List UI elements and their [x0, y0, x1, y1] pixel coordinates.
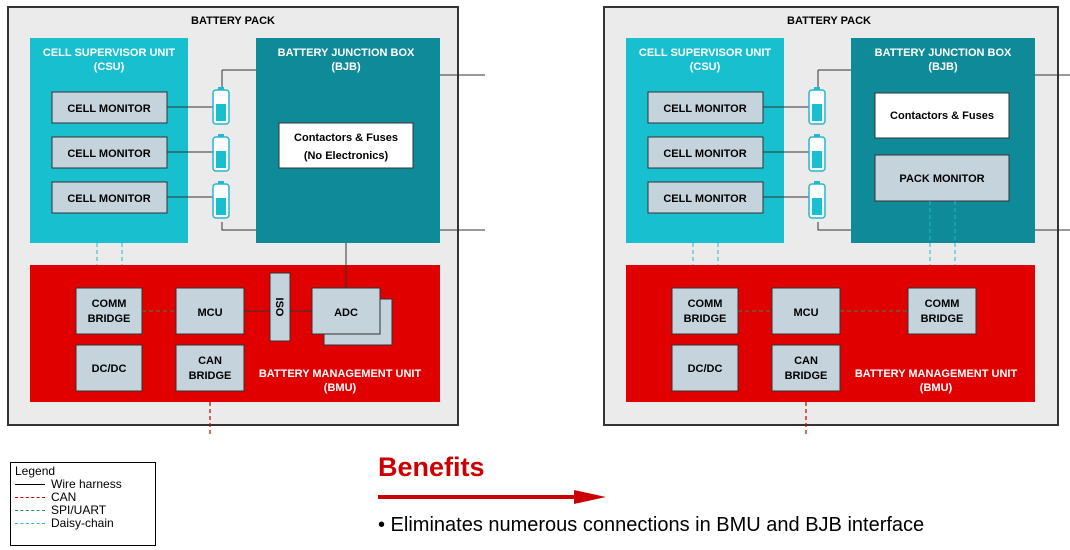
adc-box — [311, 287, 381, 335]
comm-bridge-label: COMM — [925, 298, 960, 310]
legend-swatch — [15, 497, 45, 498]
contactors-box — [278, 122, 414, 169]
legend-item-wire-harness: Wire harness — [15, 478, 151, 491]
iso-box — [269, 272, 291, 342]
legend-swatch — [15, 484, 45, 485]
legend-label: CAN — [51, 490, 77, 504]
bmu-subtitle: (BMU) — [920, 382, 953, 394]
benefits-bullet: • Eliminates numerous connections in BMU… — [378, 514, 925, 536]
benefits-title: Benefits — [378, 452, 485, 482]
can-bridge-label: CAN — [198, 355, 222, 367]
pack-monitor-box — [874, 154, 1010, 202]
csu-title: CELL SUPERVISOR UNIT — [639, 47, 772, 59]
contactors-label: Contactors & Fuses — [294, 132, 398, 144]
legend-item-can: CAN — [15, 491, 151, 504]
bjb-box — [851, 38, 1035, 243]
cell-monitor-3 — [51, 181, 168, 214]
cell-monitor-label: CELL MONITOR — [663, 103, 746, 115]
bmu-subtitle: (BMU) — [324, 382, 357, 394]
cell-monitor-1 — [51, 91, 168, 124]
legend-swatch — [15, 523, 45, 524]
cell-monitor-label: CELL MONITOR — [663, 193, 746, 205]
cell-icon — [808, 180, 826, 219]
comm-bridge-label: BRIDGE — [921, 313, 964, 325]
mcu-box — [771, 287, 841, 335]
cell-icon — [808, 133, 826, 172]
legend-item-spi-uart: SPI/UART — [15, 504, 151, 517]
comm-bridge — [75, 287, 143, 335]
legend-title: Legend — [15, 464, 56, 478]
dcdc-box — [671, 344, 739, 392]
can-bridge-label: CAN — [794, 355, 818, 367]
cell-monitor-3 — [647, 181, 764, 214]
csu-subtitle: (CSU) — [94, 61, 125, 73]
cell-monitor-1 — [647, 91, 764, 124]
architecture-diagram: BATTERY PACK CELL SUPERVISOR UNIT (CSU) … — [7, 6, 1070, 436]
left-battery-pack: BATTERY PACK CELL SUPERVISOR UNIT (CSU) … — [7, 6, 485, 436]
csu-title: CELL SUPERVISOR UNIT — [43, 47, 176, 59]
comm-bridge-label: BRIDGE — [88, 313, 131, 325]
cell-monitor-label: CELL MONITOR — [663, 148, 746, 160]
contactors-note: (No Electronics) — [304, 150, 389, 162]
cell-icon — [212, 133, 230, 172]
legend-swatch — [15, 510, 45, 511]
can-bridge-label: BRIDGE — [785, 370, 828, 382]
pack-monitor-label: PACK MONITOR — [899, 173, 984, 185]
can-bridge — [175, 344, 245, 392]
cell-monitor-label: CELL MONITOR — [67, 148, 150, 160]
comm-bridge — [671, 287, 739, 335]
dcdc-box — [75, 344, 143, 392]
benefits-section: Benefits — [378, 452, 608, 505]
cell-icon — [212, 86, 230, 125]
can-bridge-label: BRIDGE — [189, 370, 232, 382]
iso-label: ISO — [273, 298, 285, 317]
bmu-title: BATTERY MANAGEMENT UNIT — [855, 368, 1018, 380]
legend-item-daisy-chain: Daisy-chain — [15, 517, 151, 530]
dcdc-label: DC/DC — [92, 363, 127, 375]
cell-icon — [212, 180, 230, 219]
battery-cells — [763, 70, 851, 231]
contactors-box — [874, 92, 1010, 139]
legend-label: Wire harness — [51, 477, 122, 491]
csu-subtitle: (CSU) — [690, 61, 721, 73]
bmu-title: BATTERY MANAGEMENT UNIT — [259, 368, 422, 380]
mcu-box — [175, 287, 245, 335]
cell-monitor-label: CELL MONITOR — [67, 103, 150, 115]
comm-bridge-label: COMM — [92, 298, 127, 310]
comm-bridge-label: BRIDGE — [684, 313, 727, 325]
legend-label: Daisy-chain — [51, 516, 114, 530]
dcdc-label: DC/DC — [688, 363, 723, 375]
pack-title: BATTERY PACK — [787, 15, 871, 27]
cell-icon — [808, 86, 826, 125]
cell-monitor-2 — [51, 136, 168, 169]
can-bridge — [771, 344, 841, 392]
comm-bridge-2 — [907, 287, 977, 335]
right-battery-pack: BATTERY PACK CELL SUPERVISOR UNIT (CSU) … — [603, 6, 1070, 436]
cell-monitor-2 — [647, 136, 764, 169]
bjb-subtitle: (BJB) — [331, 61, 361, 73]
legend: Legend Wire harness CAN SPI/UART Daisy-c… — [10, 462, 156, 546]
battery-cells — [167, 70, 256, 231]
cell-monitor-label: CELL MONITOR — [67, 193, 150, 205]
legend-label: SPI/UART — [51, 503, 107, 517]
bjb-title: BATTERY JUNCTION BOX — [875, 47, 1012, 59]
arrow-right-icon — [378, 490, 606, 504]
mcu-label: MCU — [197, 307, 222, 319]
bjb-subtitle: (BJB) — [928, 61, 958, 73]
bjb-title: BATTERY JUNCTION BOX — [278, 47, 415, 59]
mcu-label: MCU — [793, 307, 818, 319]
pack-title: BATTERY PACK — [191, 15, 275, 27]
adc-label: ADC — [334, 307, 358, 319]
comm-bridge-label: COMM — [688, 298, 723, 310]
contactors-label: Contactors & Fuses — [890, 110, 994, 122]
